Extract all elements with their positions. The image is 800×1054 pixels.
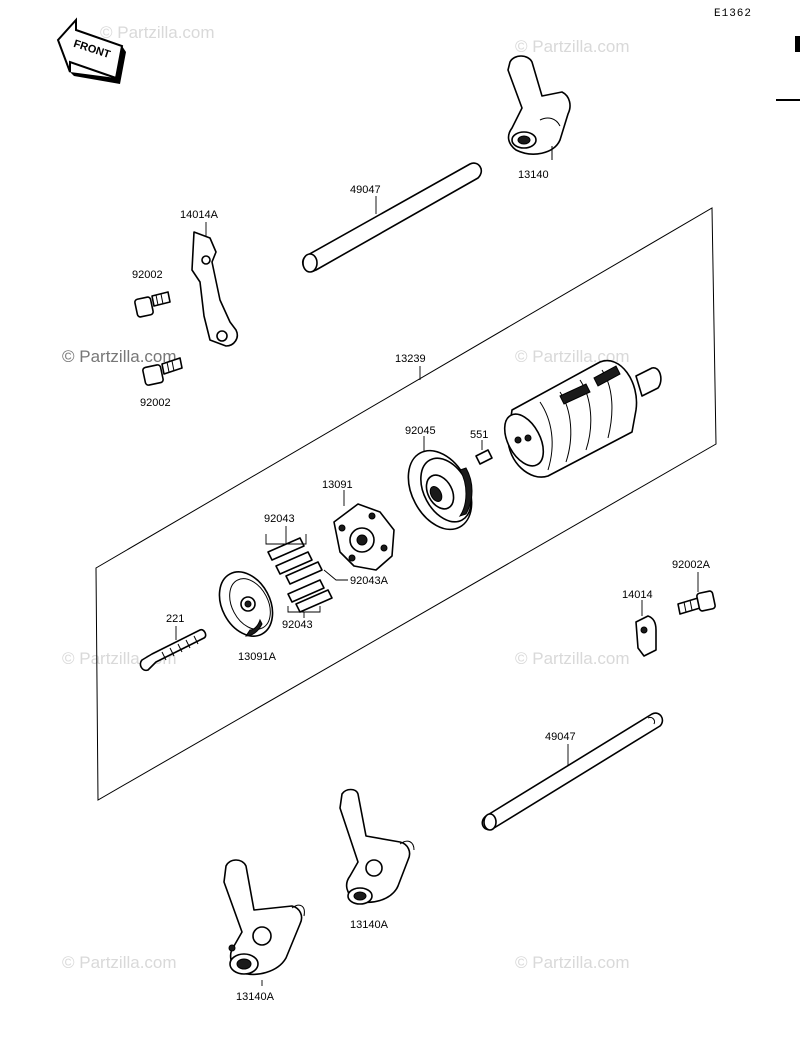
front-arrow-icon: FRONT <box>56 17 126 84</box>
part-label-14014a: 14014A <box>180 209 219 221</box>
ball-bearing <box>407 449 473 531</box>
shift-drum <box>503 359 662 478</box>
part-label-92043-lower: 92043 <box>282 619 313 631</box>
part-label-13091: 13091 <box>322 479 353 491</box>
watermark: © Partzilla.com <box>515 953 630 972</box>
watermark: © Partzilla.com <box>100 23 215 42</box>
shift-fork-top <box>507 55 571 160</box>
pin-holder <box>333 503 395 571</box>
cam-plate <box>218 571 274 637</box>
part-label-92002a: 92002A <box>672 559 711 571</box>
watermark: © Partzilla.com <box>62 953 177 972</box>
diagram-code: E1362 <box>714 8 752 20</box>
pins-lower <box>287 579 333 613</box>
bolt-upper <box>134 291 171 318</box>
pin-551 <box>475 449 493 465</box>
part-label-49047-bottom: 49047 <box>545 731 576 743</box>
positioning-plate-left <box>191 231 239 347</box>
watermark: © Partzilla.com <box>515 649 630 668</box>
shift-fork-bottom <box>223 859 305 976</box>
part-label-92002-lower: 92002 <box>140 397 171 409</box>
pins-upper <box>267 537 323 585</box>
part-label-92045: 92045 <box>405 425 436 437</box>
watermark: © Partzilla.com <box>62 347 177 366</box>
page-edge-mark <box>795 36 800 52</box>
part-label-92002-upper: 92002 <box>132 269 163 281</box>
watermark: © Partzilla.com <box>515 37 630 56</box>
assembly-boundary <box>95 207 717 801</box>
shift-rod-top <box>301 162 483 273</box>
part-label-13140a-middle: 13140A <box>350 919 389 931</box>
part-label-221: 221 <box>166 613 184 625</box>
part-label-13239: 13239 <box>395 353 426 365</box>
part-label-13140a-bottom: 13140A <box>236 991 275 1003</box>
part-label-13140: 13140 <box>518 169 549 181</box>
shift-rod-bottom <box>481 712 664 831</box>
screw <box>139 628 207 672</box>
part-label-49047-top: 49047 <box>350 184 381 196</box>
watermarks: © Partzilla.com © Partzilla.com © Partzi… <box>62 23 630 972</box>
part-label-92043a: 92043A <box>350 575 389 587</box>
bolt-lower <box>142 357 183 386</box>
part-label-551: 551 <box>470 429 488 441</box>
shift-fork-middle <box>339 788 415 905</box>
part-label-14014: 14014 <box>622 589 653 601</box>
positioning-plate-right <box>635 615 657 657</box>
part-label-13091a: 13091A <box>238 651 277 663</box>
bolt-right <box>677 590 716 615</box>
part-label-92043-upper: 92043 <box>264 513 295 525</box>
